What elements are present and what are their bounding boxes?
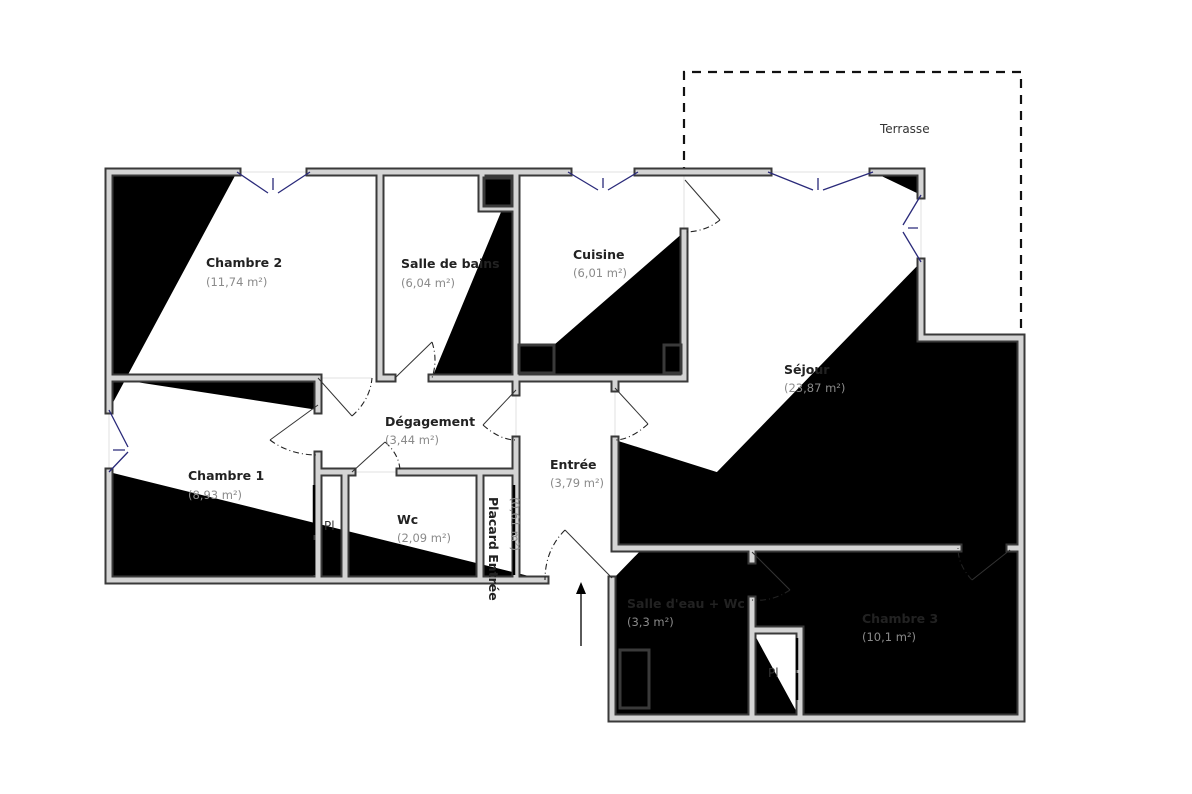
room-name-salle-eau: Salle d'eau + Wc [627, 596, 745, 611]
terrace-outline [682, 70, 1023, 338]
room-area-cuisine: (6,01 m²) [573, 266, 627, 280]
duct [517, 343, 556, 375]
room-area-chambre1: (8,93 m²) [188, 488, 242, 502]
doors [269, 179, 1011, 700]
room-name-placard-entree: Placard Entrée [486, 497, 501, 601]
room-area-chambre3: (10,1 m²) [862, 630, 916, 644]
room-name-salle-de-bains: Salle de bains [401, 256, 500, 271]
room-name-cuisine: Cuisine [573, 247, 624, 262]
room-area-degagement: (3,44 m²) [385, 433, 439, 447]
duct [482, 176, 514, 208]
room-area-placard-entree: (0,61 m²) [508, 497, 522, 551]
room-name-placard1: Pl [324, 519, 335, 533]
room-area-wc: (2,09 m²) [397, 531, 451, 545]
room-name-wc: Wc [397, 512, 418, 527]
room-name-chambre1: Chambre 1 [188, 468, 264, 483]
duct [618, 648, 651, 710]
room-area-sejour: (23,87 m²) [784, 381, 845, 395]
room-name-degagement: Dégagement [385, 414, 475, 429]
room-name-sejour: Séjour [784, 362, 830, 377]
room-name-chambre3: Chambre 3 [862, 611, 938, 626]
room-name-entree: Entrée [550, 457, 597, 472]
entrance-arrow-icon [576, 582, 586, 646]
room-name-chambre2: Chambre 2 [206, 255, 282, 270]
room-name-placard3: Pl [768, 666, 779, 680]
room-area-chambre2: (11,74 m²) [206, 275, 267, 289]
windows [108, 171, 922, 473]
duct [662, 343, 683, 375]
room-area-salle-eau: (3,3 m²) [627, 615, 674, 629]
room-name-terrasse: Terrasse [879, 122, 930, 136]
room-area-entree: (3,79 m²) [550, 476, 604, 490]
walls [109, 172, 1021, 718]
room-area-salle-de-bains: (6,04 m²) [401, 276, 455, 290]
